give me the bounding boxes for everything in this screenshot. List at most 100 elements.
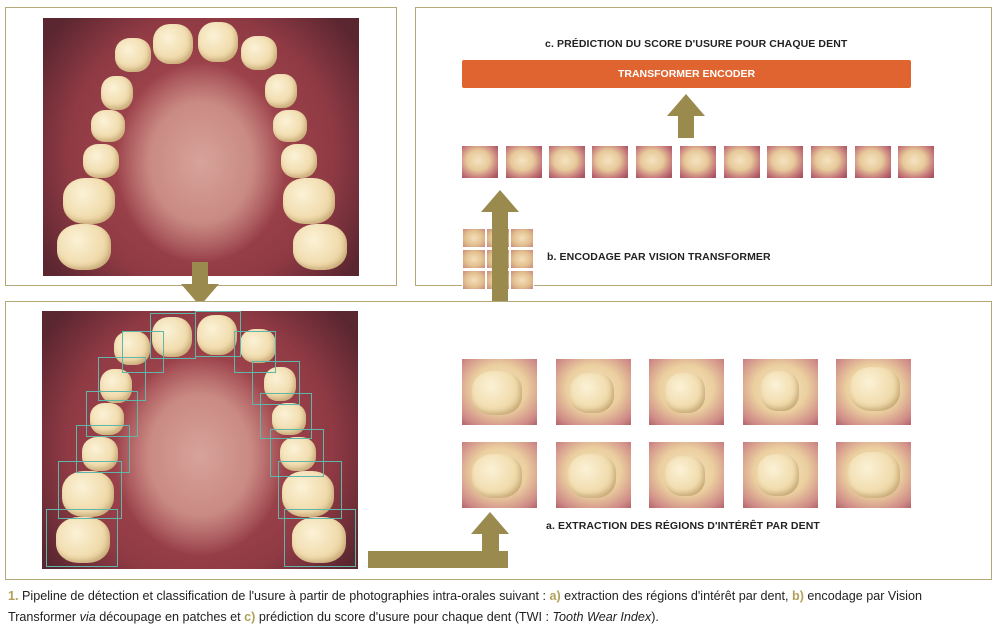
patch-cell bbox=[462, 228, 486, 248]
roi-box bbox=[252, 361, 300, 405]
tooth bbox=[198, 22, 238, 62]
tooth bbox=[63, 178, 115, 224]
arrow-elbow-horizontal bbox=[368, 551, 508, 568]
tooth bbox=[280, 437, 316, 471]
tooth bbox=[82, 437, 118, 471]
roi-box bbox=[284, 509, 356, 567]
tooth bbox=[761, 371, 799, 411]
patch-cell bbox=[462, 249, 486, 269]
label-step-c: c. PRÉDICTION DU SCORE D'USURE POUR CHAQ… bbox=[545, 38, 848, 50]
tooth bbox=[91, 110, 125, 142]
tooth bbox=[90, 403, 124, 435]
tooth bbox=[472, 454, 522, 498]
tooth-crop bbox=[462, 359, 537, 425]
caption-text: extraction des régions d'intérêt par den… bbox=[560, 589, 792, 603]
patch-thumbnail bbox=[898, 146, 934, 178]
patch-cell bbox=[510, 249, 534, 269]
patch-thumbnail bbox=[506, 146, 542, 178]
tooth-crop bbox=[649, 359, 724, 425]
patch-thumbnail bbox=[855, 146, 891, 178]
transformer-encoder-bar: TRANSFORMER ENCODER bbox=[462, 60, 911, 88]
patch-thumbnail bbox=[724, 146, 760, 178]
tooth bbox=[757, 454, 799, 496]
tooth bbox=[665, 373, 705, 413]
tooth-crop bbox=[836, 442, 911, 508]
roi-box bbox=[46, 509, 118, 567]
caption-key-c: c) bbox=[244, 610, 256, 624]
tooth bbox=[101, 76, 133, 110]
arrow-down-shaft bbox=[192, 262, 208, 284]
photo-panel-original bbox=[5, 7, 397, 286]
arrow-elbow-head bbox=[471, 512, 509, 534]
caption-key-b: b) bbox=[792, 589, 804, 603]
roi-box bbox=[98, 357, 146, 401]
tooth bbox=[850, 367, 900, 411]
tooth-crop bbox=[556, 442, 631, 508]
arrow-down-head bbox=[181, 284, 219, 306]
tooth bbox=[273, 110, 307, 142]
tooth bbox=[283, 178, 335, 224]
caption-via: via bbox=[79, 610, 96, 624]
patch-cell bbox=[510, 270, 534, 290]
caption-text: découpage en patches et bbox=[95, 610, 245, 624]
tooth-crop bbox=[556, 359, 631, 425]
patch-thumbnail bbox=[462, 146, 498, 178]
intraoral-photo-roi bbox=[42, 311, 358, 569]
roi-box bbox=[86, 391, 138, 437]
tooth-crop bbox=[743, 442, 818, 508]
caption-text: Pipeline de détection et classification … bbox=[18, 589, 550, 603]
tooth bbox=[153, 24, 193, 64]
tooth bbox=[114, 331, 150, 365]
roi-box bbox=[195, 311, 241, 357]
caption-text: ). bbox=[651, 610, 659, 624]
caption-key-a: a) bbox=[549, 589, 561, 603]
patch-thumbnail bbox=[811, 146, 847, 178]
caption-twi: Tooth Wear Index bbox=[552, 610, 652, 624]
encoder-label: TRANSFORMER ENCODER bbox=[617, 68, 756, 80]
patch-thumbnail bbox=[549, 146, 585, 178]
tooth-crop bbox=[462, 442, 537, 508]
tooth bbox=[152, 317, 192, 357]
tooth bbox=[281, 144, 317, 178]
caption-text: encodage par Vision Transformer bbox=[8, 589, 922, 624]
figure-caption: 1. Pipeline de détection et classificati… bbox=[8, 586, 992, 628]
roi-box bbox=[58, 461, 122, 519]
intraoral-photo-original bbox=[43, 18, 359, 276]
tooth bbox=[100, 369, 132, 403]
tooth-crop bbox=[649, 442, 724, 508]
patch-thumbnail bbox=[767, 146, 803, 178]
tooth bbox=[115, 38, 151, 72]
tooth-crop bbox=[743, 359, 818, 425]
patch-thumbnail bbox=[636, 146, 672, 178]
tooth bbox=[57, 224, 111, 270]
roi-box bbox=[278, 461, 342, 519]
label-step-a: a. EXTRACTION DES RÉGIONS D'INTÉRÊT PAR … bbox=[546, 520, 820, 532]
tooth bbox=[568, 454, 616, 498]
tooth bbox=[197, 315, 237, 355]
tooth bbox=[472, 371, 522, 415]
tooth bbox=[265, 74, 297, 108]
arrow-up-grid-head bbox=[481, 190, 519, 212]
patch-thumbnail bbox=[592, 146, 628, 178]
tooth bbox=[570, 373, 614, 413]
roi-box bbox=[234, 331, 276, 373]
roi-box bbox=[270, 429, 324, 477]
arrow-up-encoder-shaft bbox=[678, 114, 694, 138]
tooth bbox=[56, 517, 110, 563]
patch-cell bbox=[462, 270, 486, 290]
label-step-b: b. ENCODAGE PAR VISION TRANSFORMER bbox=[547, 251, 771, 263]
arrow-up-encoder-head bbox=[667, 94, 705, 116]
arrow-elbow-vertical bbox=[482, 534, 499, 568]
patch-cell bbox=[510, 228, 534, 248]
roi-box bbox=[76, 425, 130, 473]
roi-box bbox=[122, 331, 164, 373]
tooth bbox=[240, 329, 276, 363]
patch-thumbnail bbox=[680, 146, 716, 178]
tooth bbox=[241, 36, 277, 70]
roi-box bbox=[260, 393, 312, 439]
tooth-crop bbox=[836, 359, 911, 425]
tooth bbox=[293, 224, 347, 270]
tooth bbox=[848, 452, 900, 498]
tooth bbox=[83, 144, 119, 178]
tooth bbox=[665, 456, 705, 496]
